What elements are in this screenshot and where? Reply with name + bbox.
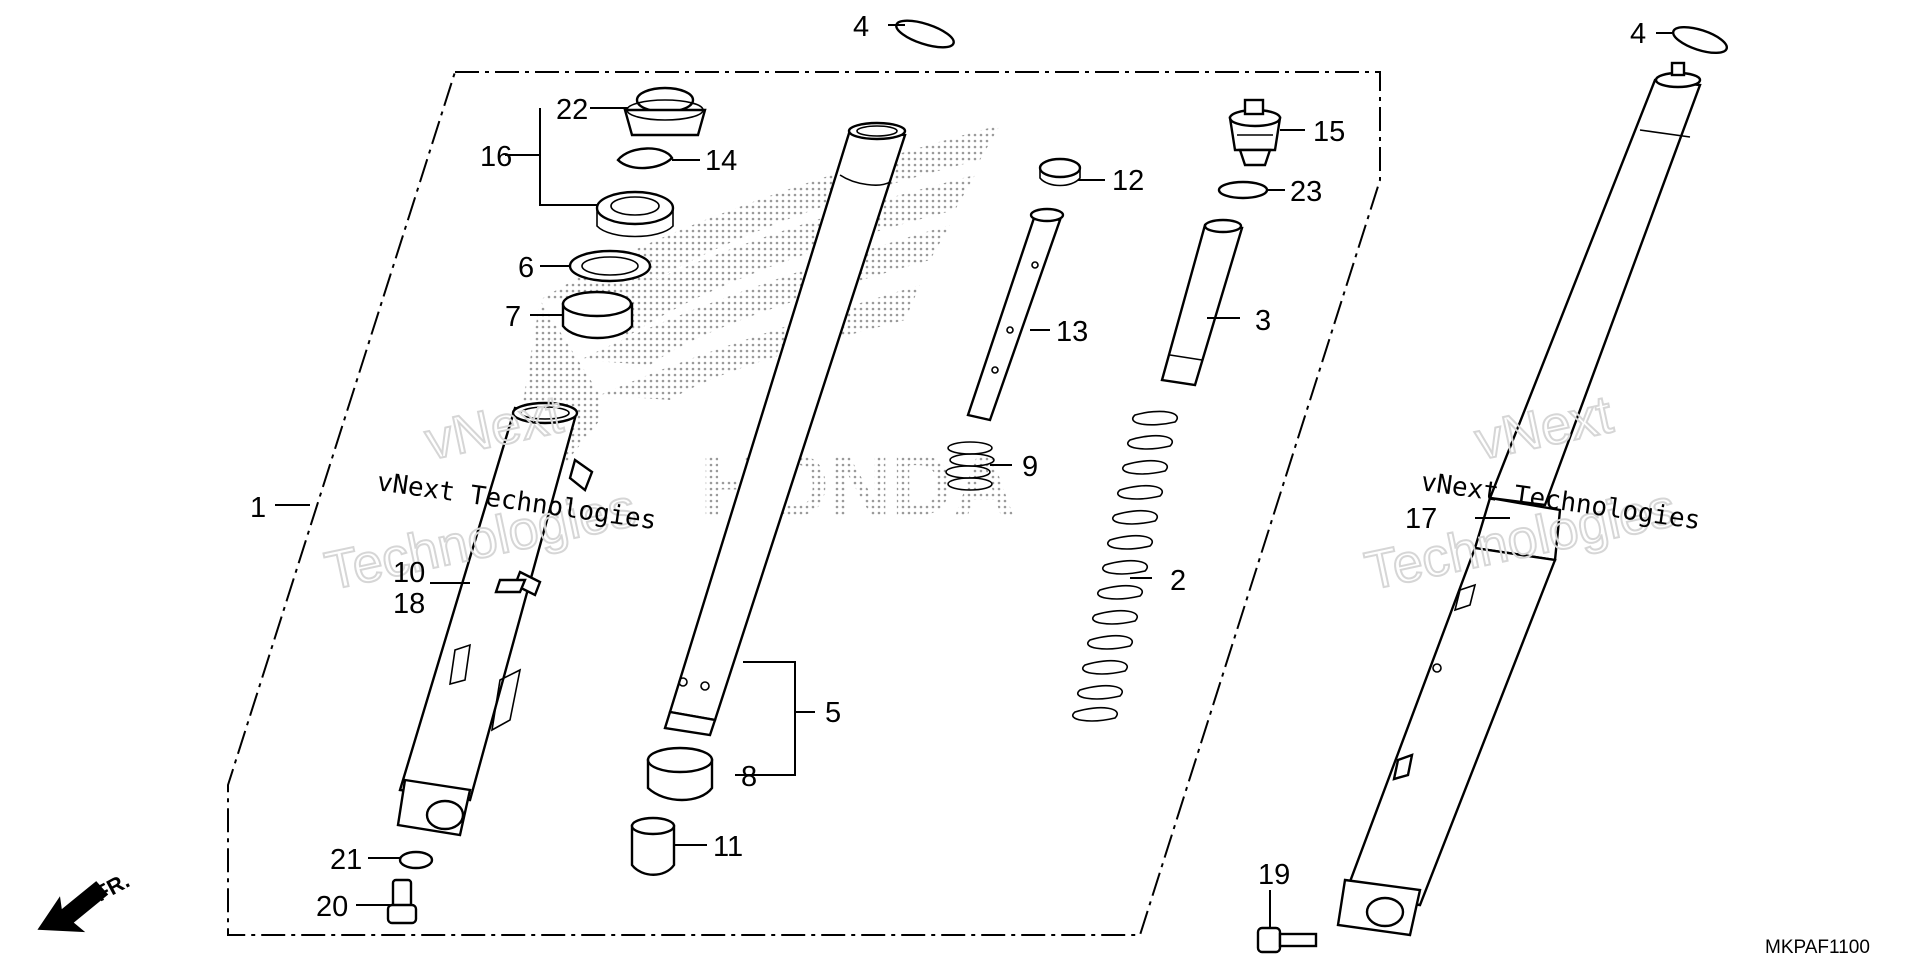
diagram-code: MKPAF1100 — [1765, 937, 1870, 958]
bushing-7 — [561, 290, 634, 340]
svg-text:vNext: vNext — [1470, 384, 1618, 471]
washer-6 — [568, 249, 652, 283]
callout-23: 23 — [1290, 176, 1322, 208]
dust-seal-22 — [623, 86, 707, 137]
callout-9: 9 — [1022, 451, 1038, 483]
callout-3: 3 — [1255, 305, 1271, 337]
spring-9 — [945, 441, 995, 491]
callout-19: 19 — [1258, 859, 1290, 891]
callout-6: 6 — [518, 252, 534, 284]
assembly-boundary — [227, 71, 1381, 936]
fork-slider-left — [396, 401, 594, 837]
callout-5: 5 — [825, 697, 841, 729]
o-ring-4-left — [895, 19, 955, 49]
piston-rod-13 — [966, 207, 1065, 422]
callout-14: 14 — [705, 145, 737, 177]
callout-11: 11 — [713, 831, 743, 863]
callout-8: 8 — [741, 761, 757, 793]
fork-tube-5 — [663, 121, 907, 737]
ring-12 — [1038, 157, 1082, 187]
front-direction-arrow: FR. — [37, 868, 134, 933]
callout-17: 17 — [1405, 503, 1437, 535]
callout-15: 15 — [1313, 116, 1345, 148]
o-ring-4-right — [1671, 25, 1729, 55]
callout-labels: 1 2 3 4 4 5 6 7 8 9 10 11 12 13 14 15 16… — [250, 11, 1646, 923]
clip-14 — [616, 147, 674, 170]
bushing-8 — [646, 746, 714, 802]
fork-bolt-15 — [1228, 98, 1282, 167]
callout-1: 1 — [250, 492, 266, 524]
callout-18: 18 — [393, 588, 425, 620]
callout-7: 7 — [505, 301, 521, 333]
callout-16: 16 — [480, 141, 512, 173]
o-ring-23 — [1217, 180, 1269, 200]
bushing-11 — [630, 816, 676, 876]
callout-13: 13 — [1056, 316, 1088, 348]
bolt-19 — [1256, 926, 1318, 954]
fork-spring-2 — [1072, 410, 1178, 722]
spacer-3 — [1160, 218, 1244, 387]
callout-22: 22 — [556, 94, 588, 126]
callout-20: 20 — [316, 891, 348, 923]
bolt-20 — [386, 878, 418, 925]
callout-2: 2 — [1170, 565, 1186, 597]
callout-21: 21 — [330, 844, 362, 876]
callout-4-left: 4 — [853, 11, 869, 43]
fork-assembly-right — [1336, 61, 1702, 937]
washer-21 — [398, 850, 434, 870]
callout-10: 10 — [393, 557, 425, 589]
callout-4-right: 4 — [1630, 18, 1646, 50]
oil-seal-16 — [595, 190, 675, 238]
callout-12: 12 — [1112, 165, 1144, 197]
leader-lines — [275, 24, 1672, 928]
